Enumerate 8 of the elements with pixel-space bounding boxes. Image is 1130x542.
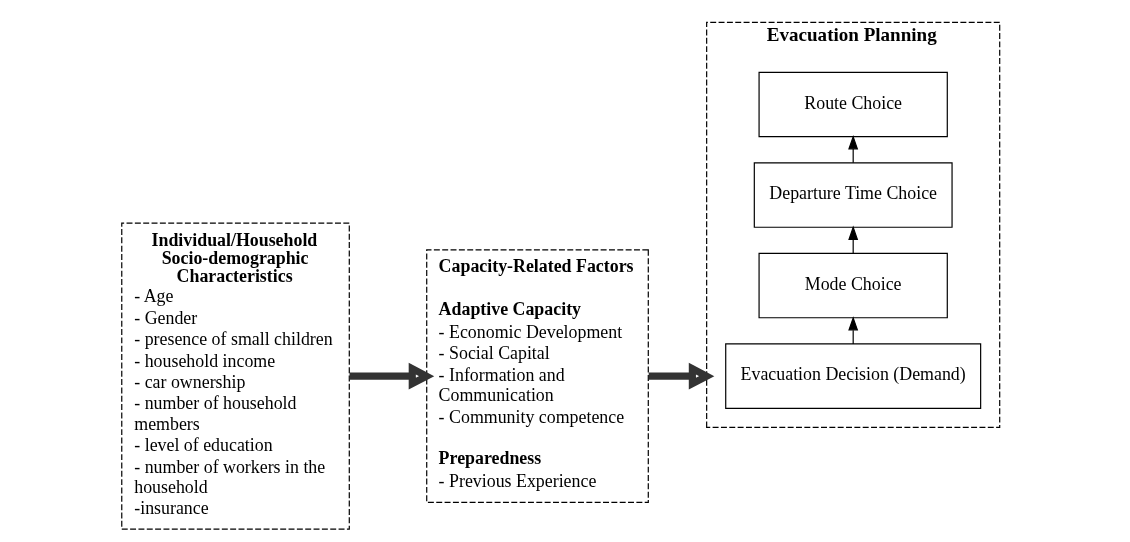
node-box: Route Choice <box>758 71 948 138</box>
node-box: Departure Time Choice <box>753 162 953 228</box>
arrow <box>349 362 434 390</box>
node-box: Capacity-Related Factors Adaptive Capacity - Economic Development - Social Capital - Information and Communication - Community competence Preparedness - Previous Experience <box>425 249 649 503</box>
arrow <box>648 362 714 390</box>
node-box: Mode Choice <box>758 252 948 319</box>
node-box: Evacuation Decision (Demand) <box>724 343 981 409</box>
node-box: Individual/Household Socio-demographic Characteristics - Age - Gender - presence of small children - household income - car ownership - number of household members - level of education - number of workers in the household -insurance <box>120 222 350 530</box>
